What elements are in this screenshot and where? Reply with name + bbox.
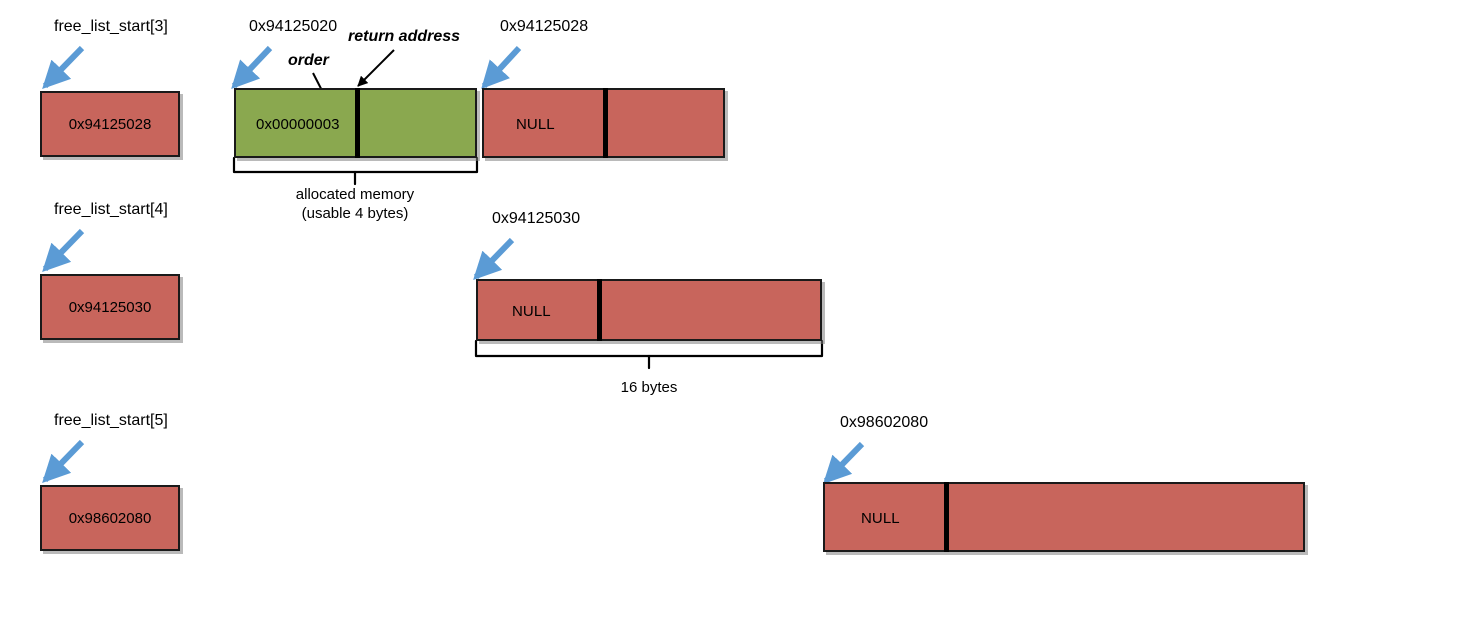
free-list-start-5-label: free_list_start[5]: [54, 412, 168, 429]
free-list-start-4-box[interactable]: 0x94125030: [40, 274, 180, 340]
arrow-free-list-3: [42, 45, 85, 89]
free-block-94125030[interactable]: NULL: [476, 279, 822, 341]
block-divider: [597, 279, 602, 341]
free-list-start-5-box[interactable]: 0x98602080: [40, 485, 180, 551]
allocated-memory-caption-line1: allocated memory: [295, 186, 415, 203]
arrow-addr-94125030: [473, 237, 515, 280]
block-divider: [944, 482, 949, 552]
address-label-94125028: 0x94125028: [500, 18, 589, 35]
arrow-addr-94125028: [481, 45, 522, 90]
free-list-start-3-label: free_list_start[3]: [54, 18, 168, 35]
address-label-98602080: 0x98602080: [840, 414, 929, 431]
allocated-order-value: 0x00000003: [256, 116, 340, 133]
arrow-free-list-5: [42, 439, 85, 483]
allocated-block-order3[interactable]: 0x00000003: [234, 88, 477, 158]
brace-16-bytes: [474, 339, 824, 370]
free-list-start-5-value: 0x98602080: [68, 509, 152, 527]
brace-allocated-memory: [232, 156, 479, 186]
arrow-addr-98602080: [823, 441, 865, 484]
free-list-start-4-label: free_list_start[4]: [54, 201, 168, 218]
free-list-start-4-value: 0x94125030: [68, 298, 152, 316]
free-list-start-3-value: 0x94125028: [68, 115, 152, 133]
free-block-94125028[interactable]: NULL: [482, 88, 725, 158]
address-label-94125030: 0x94125030: [492, 210, 581, 227]
arrow-return-address-field: [357, 49, 395, 87]
free-list-start-3-box[interactable]: 0x94125028: [40, 91, 180, 157]
free-block-next-pointer: NULL: [861, 510, 900, 527]
address-label-94125020: 0x94125020: [249, 18, 338, 35]
free-block-next-pointer: NULL: [516, 116, 555, 133]
allocated-memory-caption-line2: (usable 4 bytes): [301, 205, 409, 222]
return-address-field-label: return address: [348, 28, 461, 45]
order-field-label: order: [288, 52, 329, 69]
arrow-addr-94125020: [231, 45, 273, 90]
free-block-98602080[interactable]: NULL: [823, 482, 1305, 552]
block-divider: [355, 88, 360, 158]
block-divider: [603, 88, 608, 158]
arrow-free-list-4: [42, 228, 85, 272]
free-block-next-pointer: NULL: [512, 303, 551, 320]
size-caption-16-bytes: 16 bytes: [620, 379, 678, 396]
